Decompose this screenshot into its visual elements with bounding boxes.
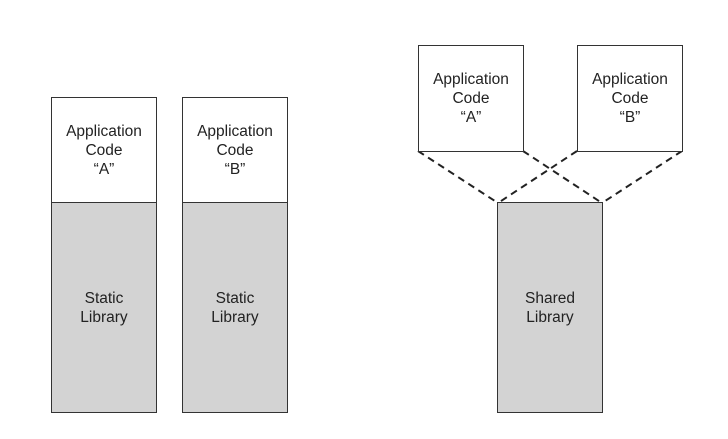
connector-app-b-left	[497, 150, 578, 204]
static-library-b-line-2: Library	[211, 308, 259, 326]
static-library-a-line-1: Static	[84, 289, 124, 307]
shared-app-a-line-2: Code	[452, 90, 490, 107]
static-library-b-box: Static Library	[182, 202, 288, 413]
static-app-b-box: Application Code “B”	[182, 97, 288, 203]
static-library-b-line-1: Static	[215, 289, 255, 307]
static-app-a-line-3: “A”	[93, 160, 115, 178]
shared-library-box: Shared Library	[497, 202, 603, 413]
connector-app-b-right	[601, 150, 683, 204]
shared-app-b-line-2: Code	[611, 90, 649, 107]
shared-app-a-line-3: “A”	[460, 109, 482, 126]
static-app-a-box: Application Code “A”	[51, 97, 157, 203]
connector-app-a-right	[522, 150, 603, 204]
static-app-b-line-3: “B”	[224, 160, 246, 178]
connector-app-a-left	[417, 150, 499, 204]
shared-app-b-box: Application Code “B”	[577, 45, 683, 152]
static-library-a-box: Static Library	[51, 202, 157, 413]
shared-library-line-1: Shared	[525, 289, 575, 307]
shared-app-a-line-1: Application	[433, 71, 509, 88]
shared-app-b-line-3: “B”	[619, 109, 641, 126]
shared-app-a-box: Application Code “A”	[418, 45, 524, 152]
static-app-a-line-2: Code	[85, 141, 123, 159]
shared-app-b-line-1: Application	[592, 71, 668, 88]
static-library-a-line-2: Library	[80, 308, 128, 326]
static-app-b-line-1: Application	[197, 122, 273, 140]
static-app-a-line-1: Application	[66, 122, 142, 140]
static-app-b-line-2: Code	[216, 141, 254, 159]
shared-library-line-2: Library	[526, 308, 574, 326]
